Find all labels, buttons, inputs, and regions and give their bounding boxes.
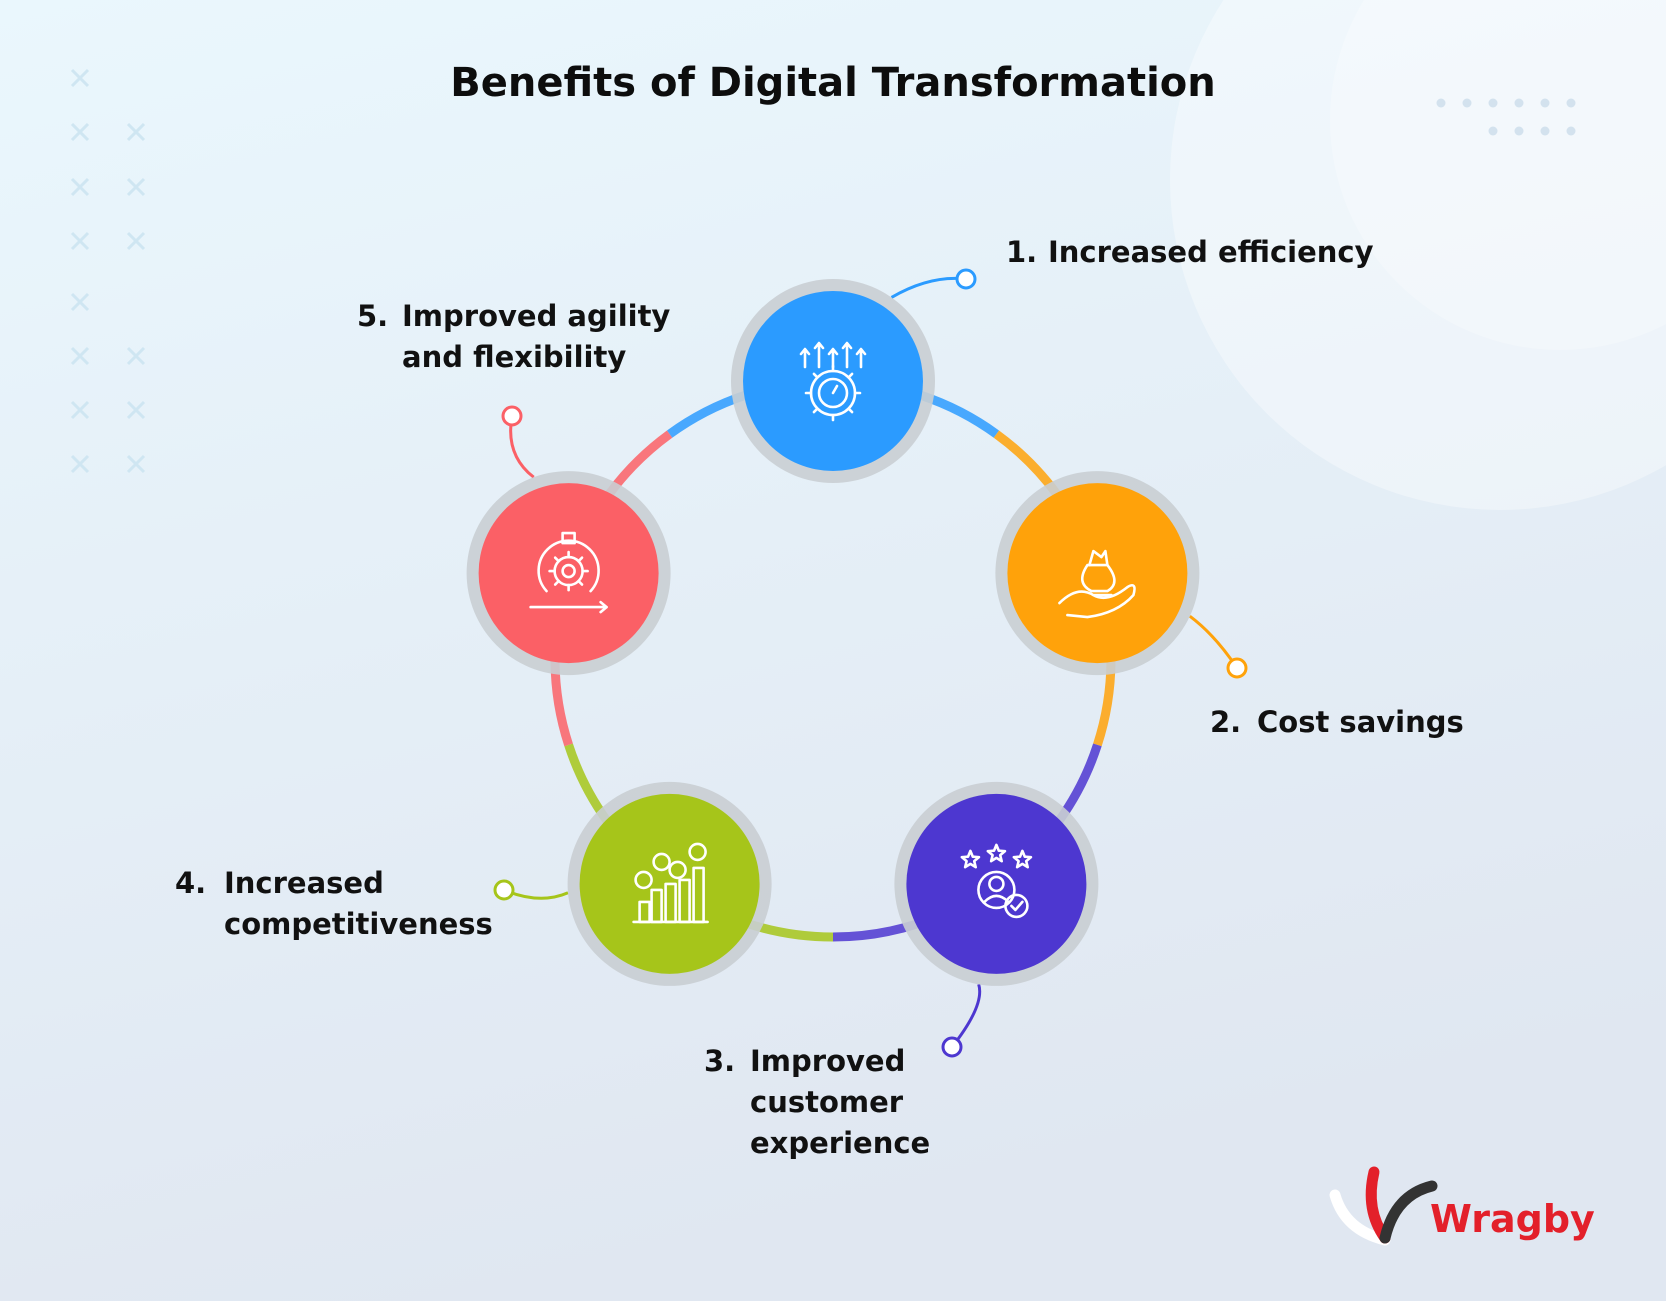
agile-gear-cycle-icon — [529, 531, 608, 614]
dot — [1540, 126, 1550, 136]
benefit-node-2 — [995, 471, 1200, 676]
benefit-node-1 — [731, 279, 935, 483]
x-mark — [70, 122, 90, 142]
connector-dot-2 — [1226, 657, 1248, 679]
benefit-label-4: 4. Increased competitiveness — [175, 866, 493, 941]
decorative-circle — [1170, 0, 1666, 510]
x-mark — [70, 454, 90, 474]
connector-dot-5 — [501, 405, 523, 427]
x-mark — [70, 346, 90, 366]
logo-swoosh-dark — [1379, 1180, 1438, 1244]
benefit-nodes — [466, 279, 1200, 986]
wragby-logo: Wragby — [1329, 1166, 1595, 1246]
hand-money-bag-icon — [1058, 549, 1136, 619]
dot — [1566, 98, 1576, 108]
node-circle — [906, 793, 1087, 974]
benefit-label-5: 5. Improved agility and flexibility — [357, 299, 670, 374]
benefit-number: 1. — [1006, 235, 1037, 269]
benefit-text: Increased efficiency — [1048, 235, 1374, 269]
dot — [1514, 126, 1524, 136]
benefit-text: experience — [750, 1126, 930, 1160]
label-connectors — [493, 268, 1248, 1058]
dot — [1488, 98, 1498, 108]
benefit-text: and flexibility — [402, 340, 626, 374]
page-title: Benefits of Digital Transformation — [450, 60, 1216, 106]
x-mark — [126, 454, 146, 474]
connector-dot-3 — [941, 1036, 963, 1058]
decorative-circle-inner — [1330, 0, 1666, 350]
benefit-node-3 — [894, 781, 1099, 986]
benefit-number: 4. — [175, 866, 206, 900]
benefit-text: Improved — [750, 1044, 905, 1078]
dot — [1436, 98, 1446, 108]
benefit-number: 5. — [357, 299, 388, 333]
benefit-text: competitiveness — [224, 907, 493, 941]
logo-text: Wragby — [1430, 1197, 1595, 1241]
decorative-x-marks — [70, 68, 146, 474]
node-circle — [478, 483, 659, 664]
node-circle — [743, 291, 923, 471]
benefit-node-4 — [567, 781, 772, 986]
gear-speed-arrows-icon — [799, 341, 867, 422]
dot — [1462, 98, 1472, 108]
connector-dot-4 — [493, 879, 515, 901]
x-mark — [126, 346, 146, 366]
node-circle — [1007, 483, 1188, 664]
x-mark — [126, 177, 146, 197]
benefit-node-5 — [466, 471, 671, 676]
benefit-text: Increased — [224, 866, 384, 900]
logo-swoosh-white — [1329, 1189, 1391, 1246]
benefit-text: Cost savings — [1257, 705, 1464, 739]
benefit-number: 2. — [1210, 705, 1241, 739]
benefit-label-1: 1. Increased efficiency — [1006, 235, 1374, 269]
dot — [1566, 126, 1576, 136]
connector-dot-1 — [955, 268, 977, 290]
dot — [1514, 98, 1524, 108]
x-mark — [70, 400, 90, 420]
dot — [1488, 126, 1498, 136]
x-mark — [126, 122, 146, 142]
growth-coins-chart-icon — [632, 842, 709, 924]
x-mark — [70, 68, 90, 88]
benefit-text: customer — [750, 1085, 904, 1119]
customer-stars-icon — [960, 843, 1033, 919]
x-mark — [70, 231, 90, 251]
benefit-label-3: 3. Improved customer experience — [704, 1044, 930, 1160]
x-mark — [126, 231, 146, 251]
decorative-dots — [1436, 98, 1576, 136]
benefit-label-2: 2. Cost savings — [1210, 705, 1464, 739]
benefit-number: 3. — [704, 1044, 735, 1078]
benefit-text: Improved agility — [402, 299, 670, 333]
x-mark — [70, 177, 90, 197]
dot — [1540, 98, 1550, 108]
x-mark — [126, 400, 146, 420]
x-mark — [70, 292, 90, 312]
